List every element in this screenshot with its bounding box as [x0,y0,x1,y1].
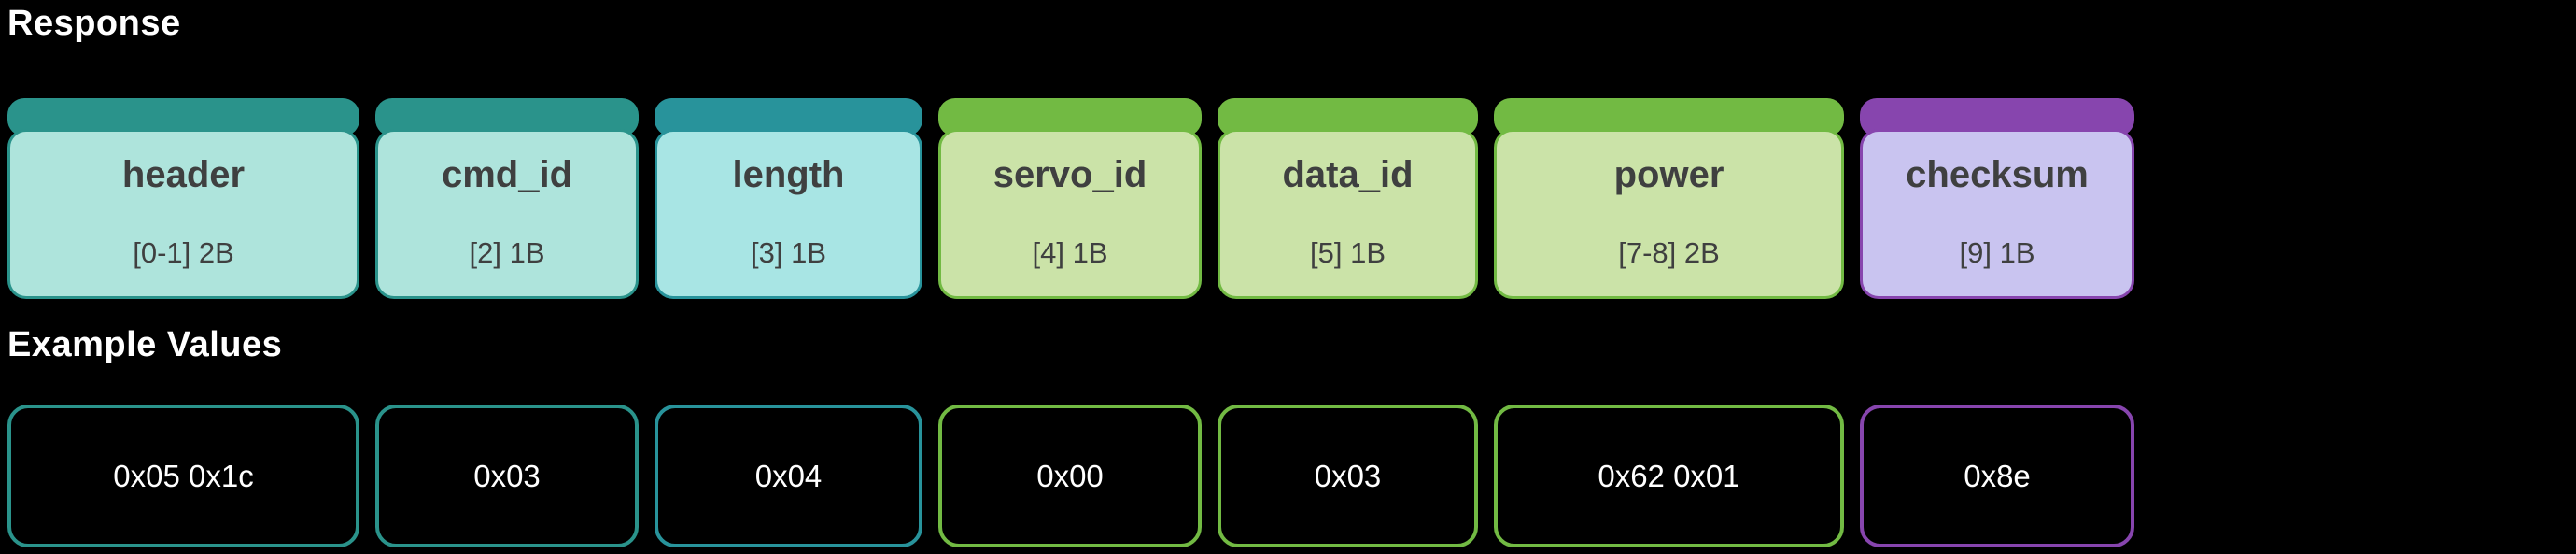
field-box-checksum: checksum [9] 1B [1860,98,2134,299]
field-name-label: data_id [1282,154,1414,195]
value-box-header: 0x05 0x1c [7,405,359,547]
value-box-servo_id: 0x00 [938,405,1202,547]
value-box-checksum: 0x8e [1860,405,2134,547]
field-range-label: [5] 1B [1310,236,1386,269]
value-box-length: 0x04 [655,405,922,547]
field-box-power: power [7-8] 2B [1494,98,1844,299]
field-name-label: cmd_id [441,154,573,195]
value-label: 0x03 [473,458,541,493]
field-body-checksum: checksum [9] 1B [1860,129,2134,299]
value-box-power: 0x62 0x01 [1494,405,1844,547]
example-values-section-title: Example Values [7,325,283,364]
field-body-header: header [0-1] 2B [7,129,359,299]
field-box-length: length [3] 1B [655,98,922,299]
field-range-label: [7-8] 2B [1618,236,1720,269]
field-box-cmd_id: cmd_id [2] 1B [375,98,639,299]
value-label: 0x03 [1314,458,1382,493]
field-body-power: power [7-8] 2B [1494,129,1844,299]
field-range-label: [0-1] 2B [133,236,234,269]
value-label: 0x8e [1964,458,2031,493]
field-name-label: length [732,154,845,195]
example-values-row: 0x05 0x1c 0x03 0x04 0x00 0x03 0x62 0x01 0x8e [7,405,2134,547]
value-label: 0x62 0x01 [1598,458,1740,493]
value-box-data_id: 0x03 [1218,405,1478,547]
field-range-label: [2] 1B [469,236,545,269]
field-box-data_id: data_id [5] 1B [1218,98,1478,299]
field-name-label: power [1613,154,1724,195]
field-box-header: header [0-1] 2B [7,98,359,299]
value-label: 0x05 0x1c [113,458,254,493]
field-body-data_id: data_id [5] 1B [1218,129,1478,299]
field-name-label: header [121,154,246,195]
field-body-servo_id: servo_id [4] 1B [938,129,1202,299]
value-box-cmd_id: 0x03 [375,405,639,547]
field-name-label: checksum [1906,154,2089,195]
field-range-label: [3] 1B [751,236,826,269]
field-box-servo_id: servo_id [4] 1B [938,98,1202,299]
field-range-label: [4] 1B [1032,236,1108,269]
response-section-title: Response [7,4,181,43]
field-body-length: length [3] 1B [655,129,922,299]
value-label: 0x04 [754,458,823,493]
field-body-cmd_id: cmd_id [2] 1B [375,129,639,299]
response-fields-row: header [0-1] 2B cmd_id [2] 1B length [3] 1B se… [7,98,2134,299]
field-name-label: servo_id [992,154,1147,195]
value-label: 0x00 [1036,458,1104,493]
field-range-label: [9] 1B [1959,236,2035,269]
